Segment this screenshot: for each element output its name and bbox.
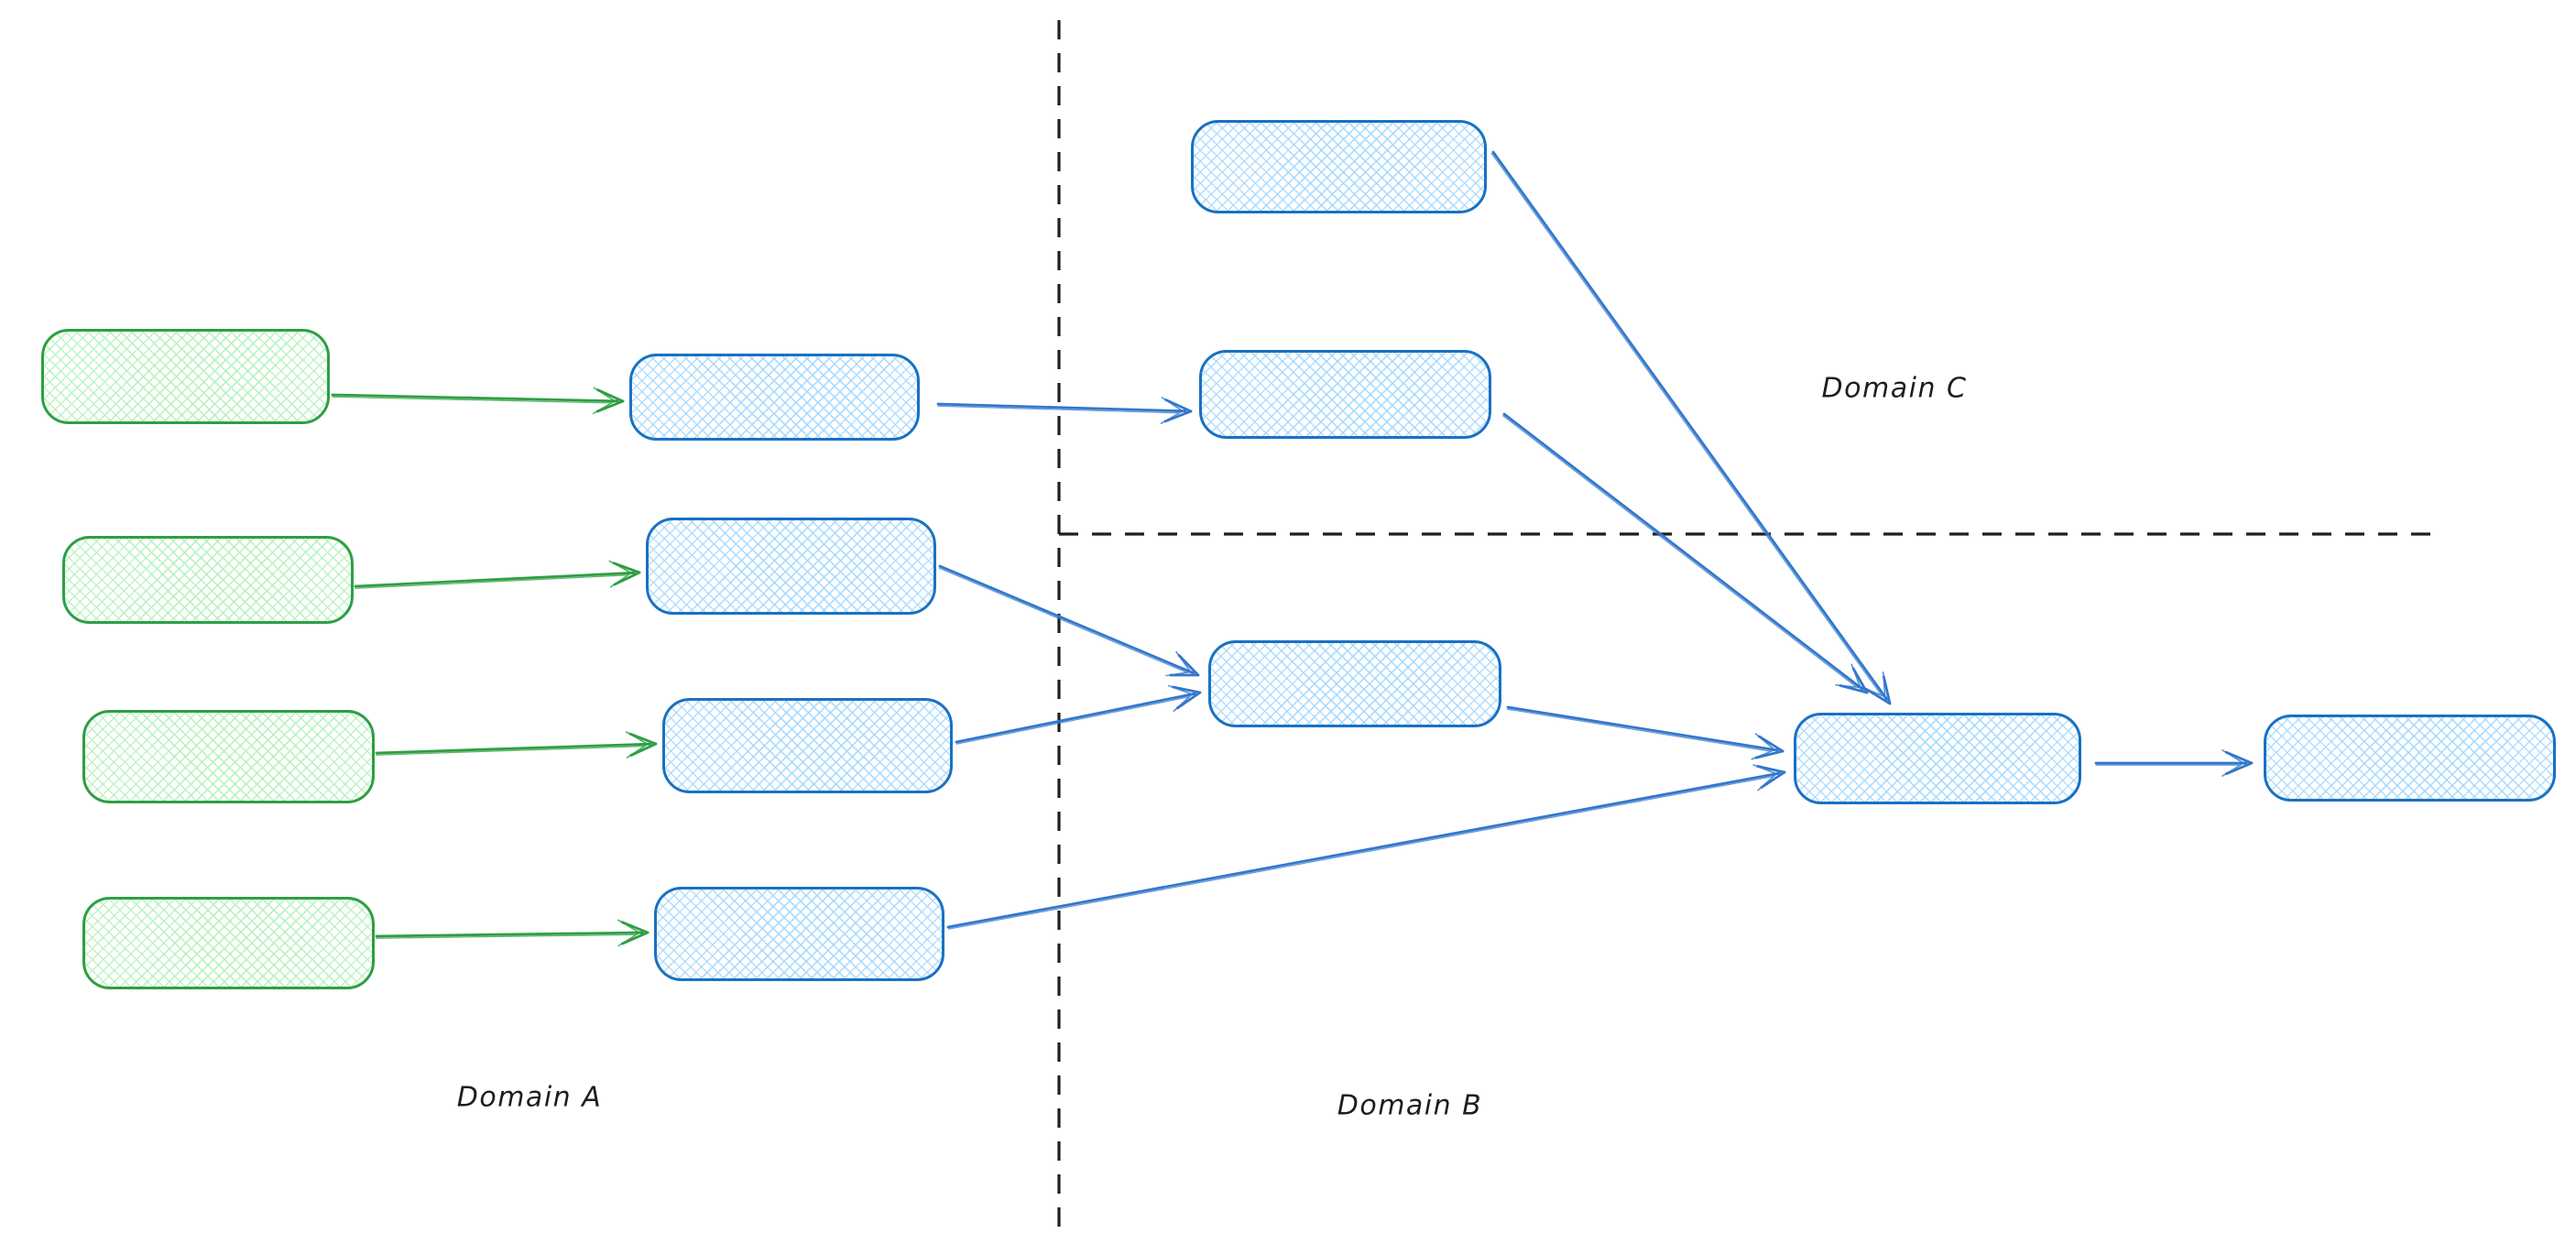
label-domain-b[interactable]: Domain B: [1337, 1089, 1483, 1122]
node-a-stage-3[interactable]: [662, 698, 953, 793]
edge-c-top-to-c-aggregate[interactable]: [1490, 150, 1892, 705]
label-domain-c[interactable]: Domain C: [1821, 372, 1968, 405]
node-c-aggregate[interactable]: [1794, 713, 2081, 804]
edge-a-stage-1-to-b-upper[interactable]: [936, 397, 1193, 424]
node-a-stage-1[interactable]: [629, 354, 920, 441]
edge-a-stage-3-to-b-mid[interactable]: [955, 684, 1202, 745]
label-domain-a[interactable]: Domain A: [456, 1081, 603, 1114]
node-a-source-4[interactable]: [82, 897, 375, 989]
edge-a-source-1-to-a-stage-1[interactable]: [331, 387, 625, 415]
node-c-top[interactable]: [1191, 120, 1487, 213]
edge-c-aggregate-to-c-output[interactable]: [2094, 749, 2254, 777]
edge-a-source-2-to-a-stage-2[interactable]: [354, 560, 641, 589]
edge-a-stage-4-to-c-aggregate[interactable]: [946, 764, 1786, 930]
node-c-output[interactable]: [2264, 715, 2556, 802]
node-a-stage-4[interactable]: [654, 887, 944, 981]
edge-a-source-3-to-a-stage-3[interactable]: [375, 731, 658, 758]
edge-b-mid-to-c-aggregate[interactable]: [1506, 705, 1785, 760]
node-a-stage-2[interactable]: [646, 518, 936, 615]
edge-b-upper-to-c-aggregate[interactable]: [1502, 412, 1869, 694]
edge-a-source-4-to-a-stage-4[interactable]: [375, 919, 649, 947]
node-a-source-1[interactable]: [41, 329, 330, 424]
node-a-source-2[interactable]: [62, 536, 354, 624]
node-a-source-3[interactable]: [82, 710, 375, 803]
node-b-upper[interactable]: [1199, 350, 1491, 439]
edge-a-stage-2-to-b-mid[interactable]: [938, 564, 1200, 677]
node-b-mid[interactable]: [1208, 640, 1501, 727]
